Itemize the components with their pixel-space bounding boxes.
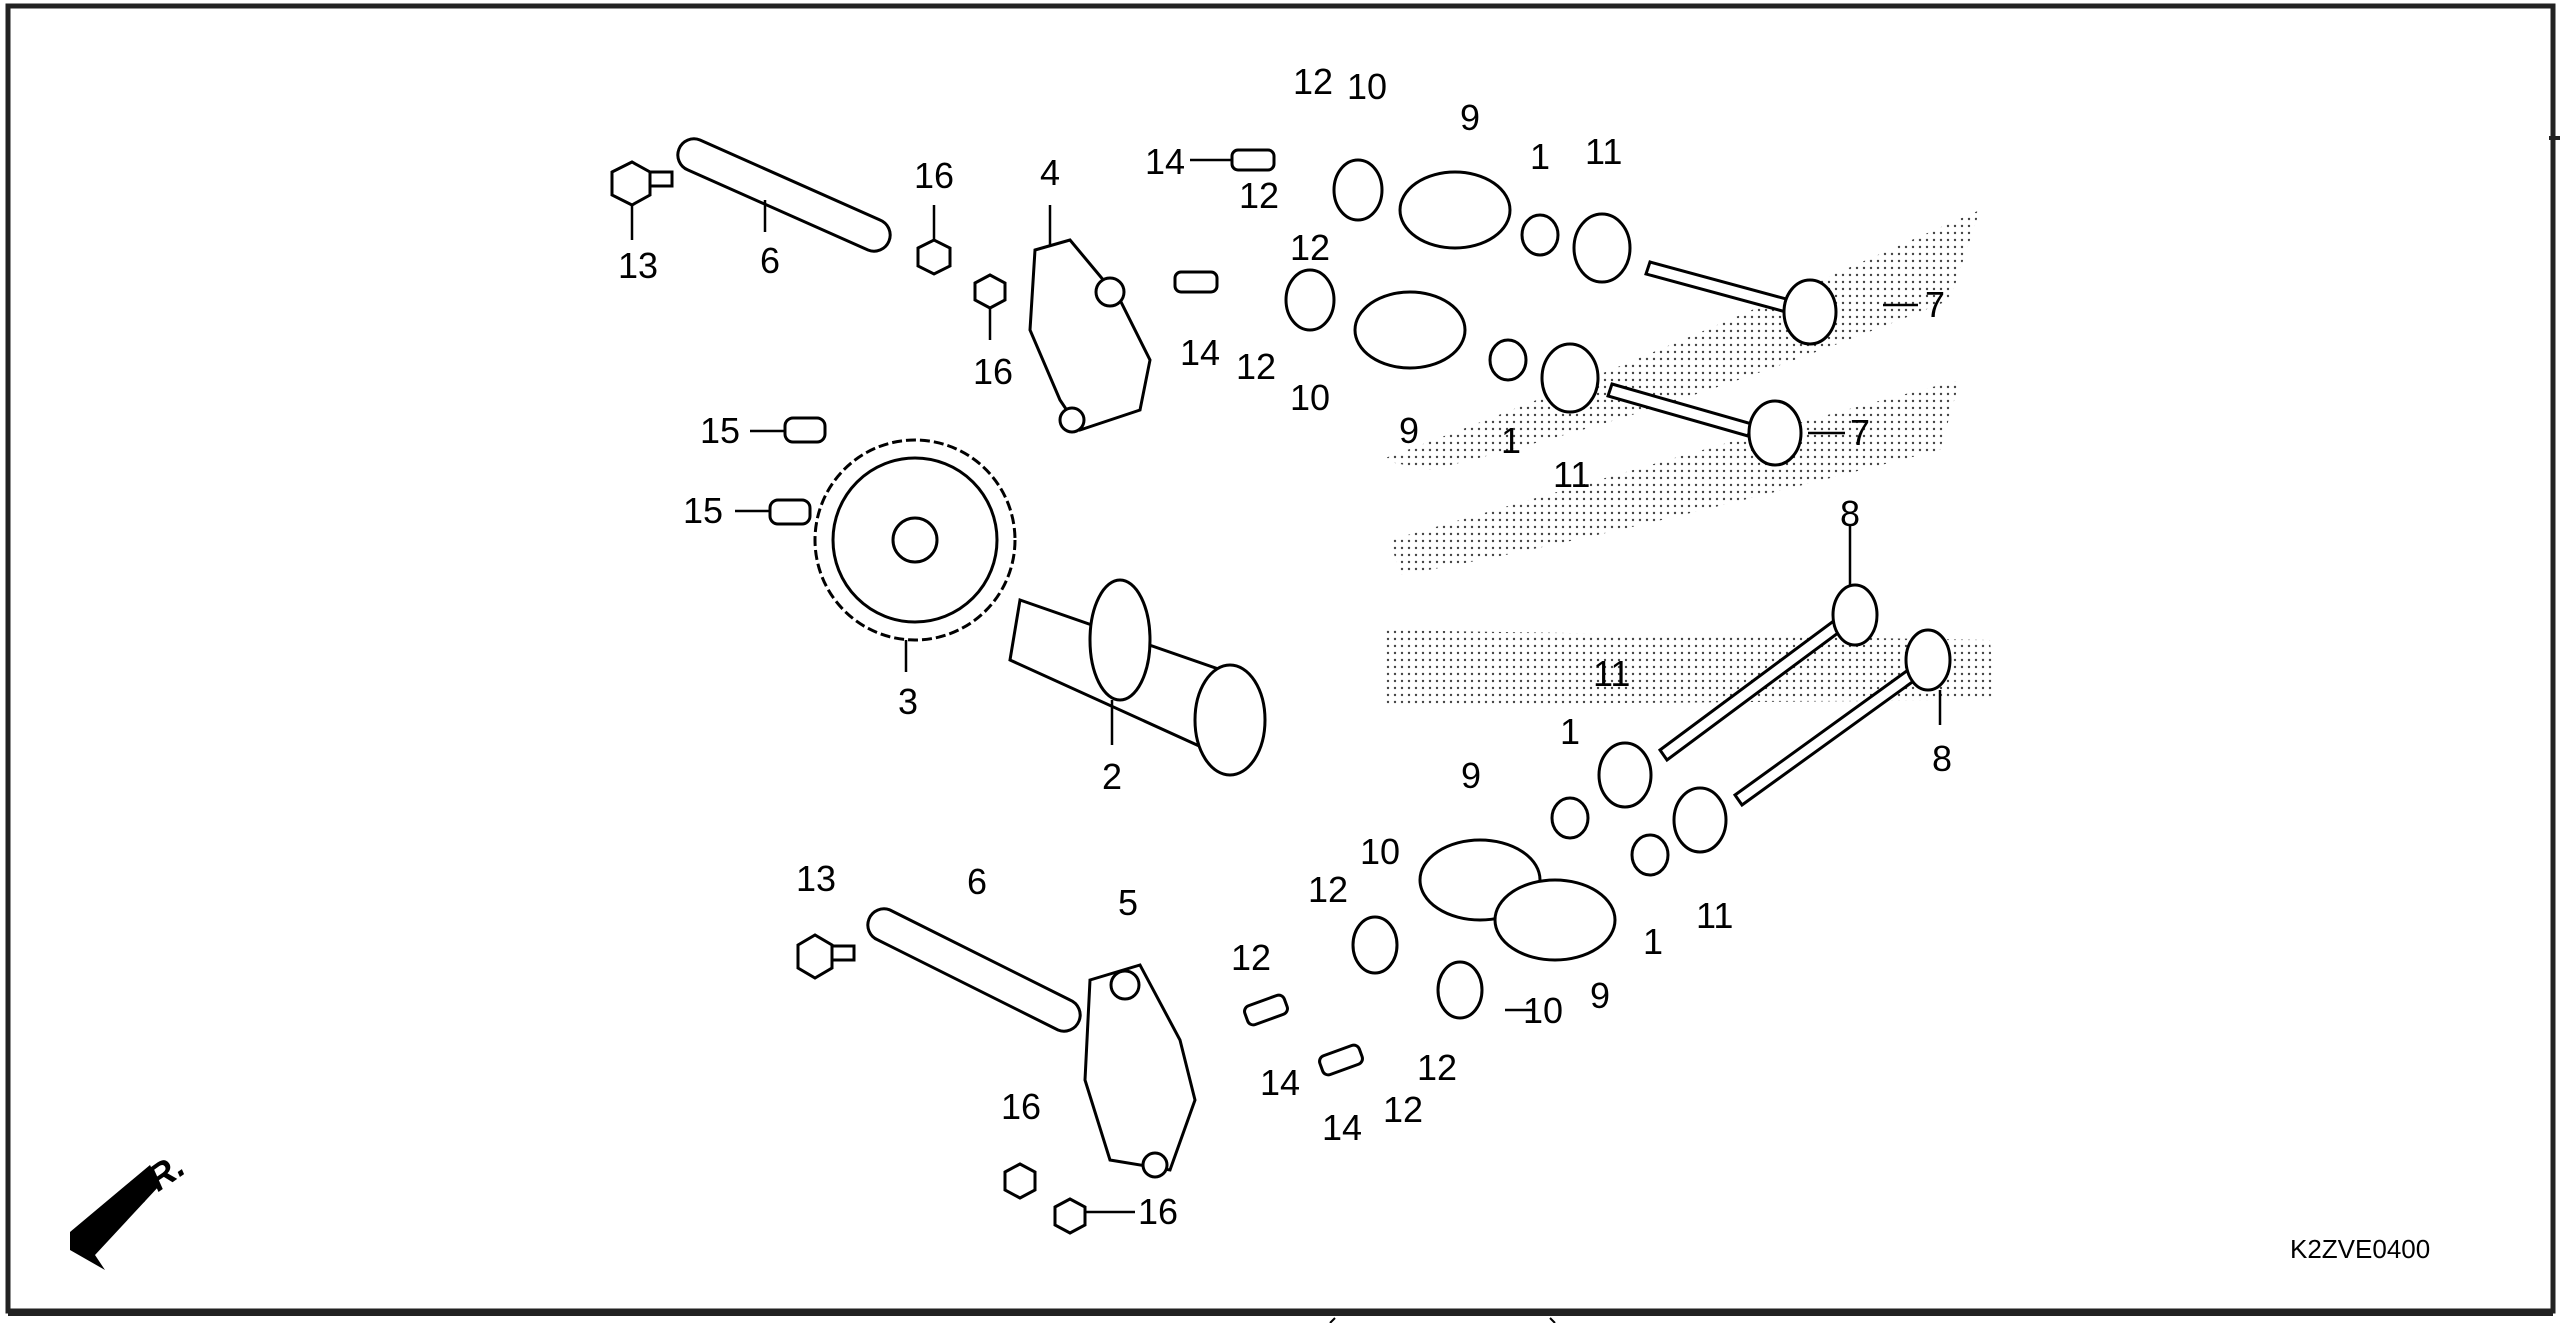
callout-6: 6 [760,240,780,281]
callout-1: 1 [1643,921,1663,962]
callout-11: 11 [1593,653,1630,694]
callout-13: 13 [796,858,836,899]
nut-16-b [973,273,1007,310]
callout-5: 5 [1118,882,1138,923]
callout-11: 11 [1585,131,1622,172]
sprocket-3 [813,438,1017,642]
callout-12: 12 [1417,1047,1457,1088]
callout-16: 16 [973,351,1013,392]
callout-14: 14 [1145,141,1185,182]
nut-16-c [1003,1162,1037,1200]
callout-6: 6 [967,861,987,902]
springs-upper [1284,158,1632,414]
callout-15: 15 [700,410,740,451]
callout-12: 12 [1231,937,1271,978]
valve-8-upper [1657,583,1879,763]
valve-7-lower [1606,382,1803,467]
callout-11: 11 [1553,454,1590,495]
callout-labels: 13 6 16 16 4 14 12 10 9 1 11 12 12 14 12… [618,61,1952,1232]
diagram-code: K2ZVE0400 [2290,1234,2430,1264]
camshaft-2 [1008,578,1267,777]
bolt-15-a [783,416,827,444]
callout-4: 4 [1040,152,1060,193]
callout-8: 8 [1932,738,1952,779]
callout-10: 10 [1347,66,1387,107]
front-direction-arrow: FR. [70,1145,192,1270]
callout-13: 13 [618,245,658,286]
callout-12: 12 [1236,346,1276,387]
frame-border [5,3,2556,1314]
adjusters-14 [1173,148,1364,1077]
callout-7: 7 [1925,284,1945,325]
shaft-6-upper [676,137,892,253]
shaft-6-lower [866,907,1082,1033]
callout-15: 15 [683,490,723,531]
callout-16: 16 [1138,1191,1178,1232]
callout-12: 12 [1239,175,1279,216]
callout-14: 14 [1322,1107,1362,1148]
callout-9: 9 [1461,755,1481,796]
callout-1: 1 [1560,711,1580,752]
valve-8-lower [1732,628,1952,808]
callout-11: 11 [1696,895,1733,936]
callout-8: 8 [1840,493,1860,534]
callout-10: 10 [1360,831,1400,872]
callout-1: 1 [1501,420,1521,461]
callout-1: 1 [1530,136,1550,177]
callout-9: 9 [1460,97,1480,138]
valve-7-upper [1644,260,1838,346]
nut-16-a [916,238,952,276]
callout-3: 3 [898,681,918,722]
callout-10: 10 [1523,990,1563,1031]
callout-12: 12 [1308,869,1348,910]
callout-14: 14 [1180,332,1220,373]
callout-10: 10 [1290,377,1330,418]
callout-16: 16 [1001,1086,1041,1127]
bottom-bracket [1329,1317,1556,1323]
bolt-13-lower [796,933,856,980]
callout-9: 9 [1399,410,1419,451]
callout-16: 16 [914,155,954,196]
bolt-15-b [768,498,812,526]
callout-9: 9 [1590,975,1610,1016]
callout-2: 2 [1102,756,1122,797]
callout-7: 7 [1850,412,1870,453]
callout-12: 12 [1383,1089,1423,1130]
callout-12: 12 [1290,227,1330,268]
bolt-13-upper [610,160,674,207]
nut-16-d [1053,1197,1087,1235]
springs-lower [1351,741,1728,1020]
rocker-arm-4 [1028,238,1152,434]
leader-lines [630,158,1942,1214]
brand-watermark [1380,210,1995,705]
rocker-arm-5 [1083,963,1197,1179]
callout-12: 12 [1293,61,1333,102]
callout-14: 14 [1260,1062,1300,1103]
